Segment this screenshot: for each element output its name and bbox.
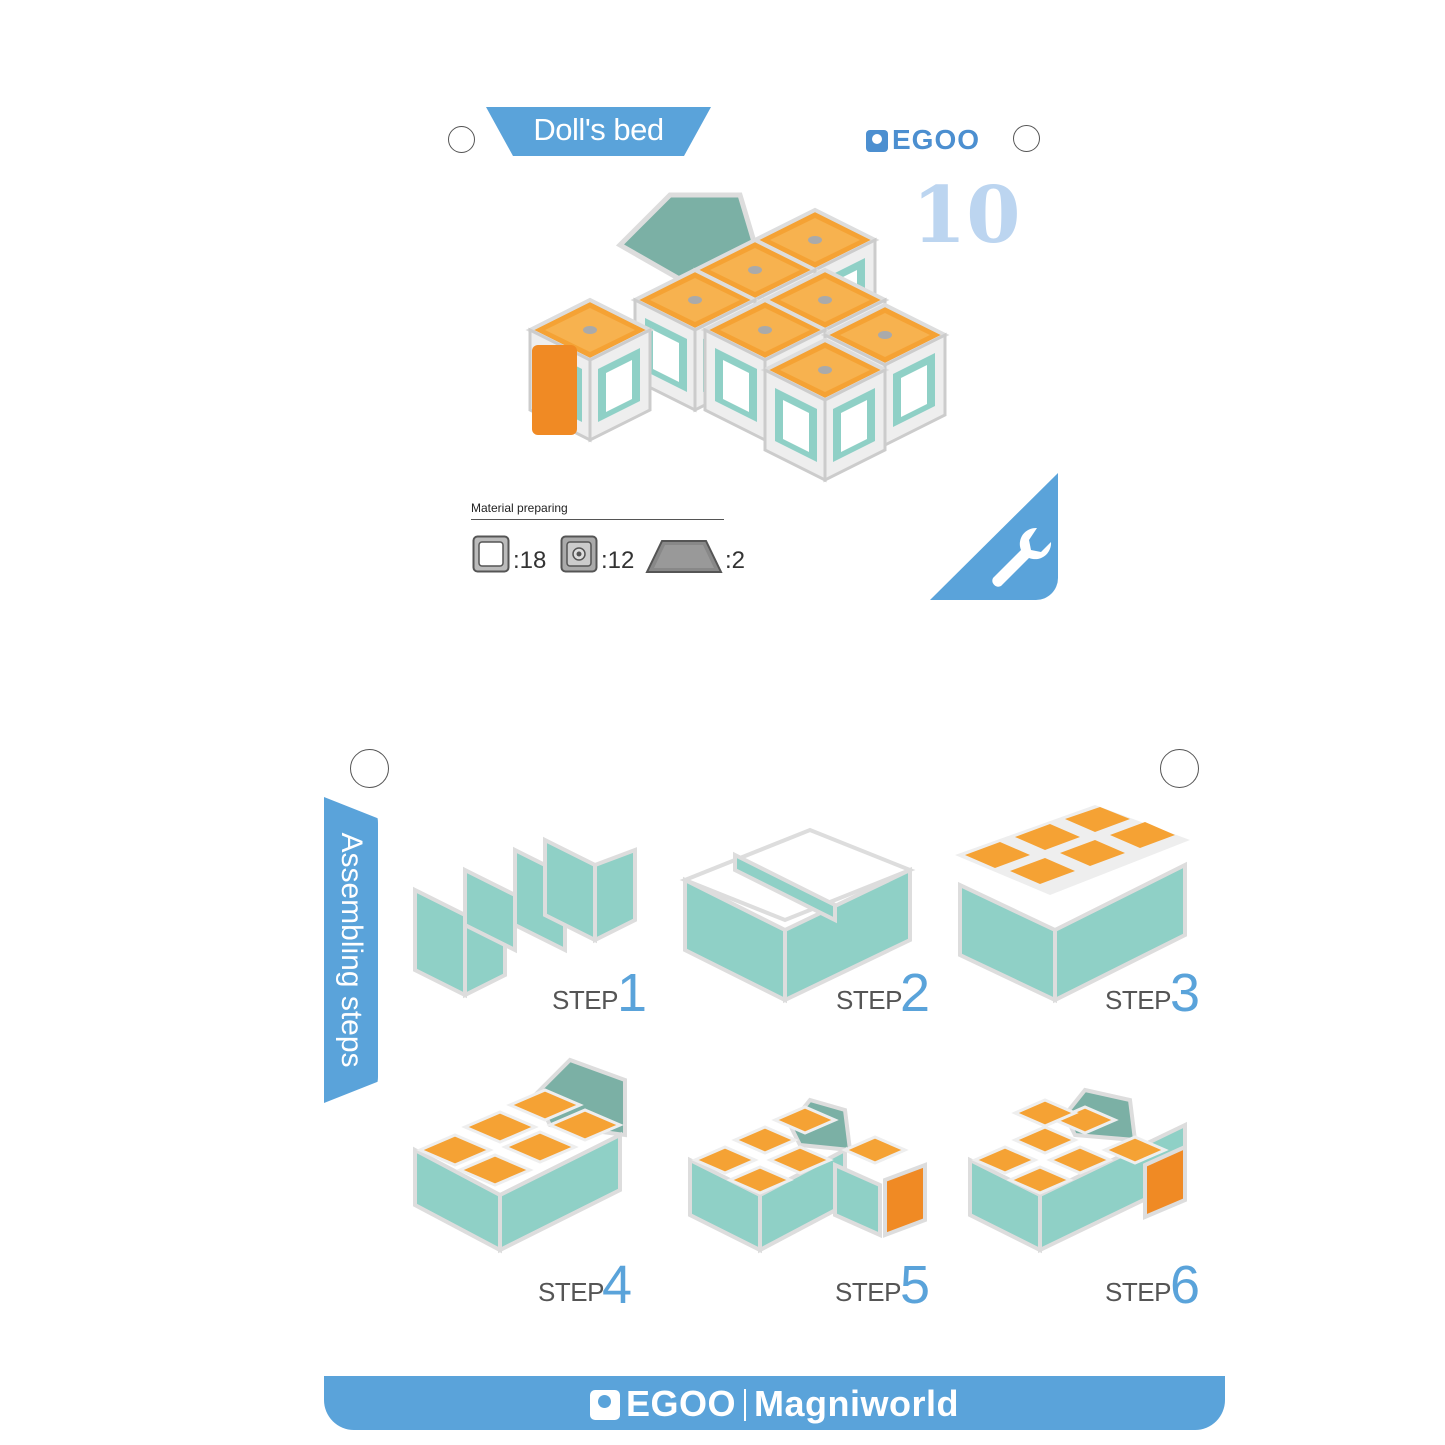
punch-hole xyxy=(1013,125,1040,152)
step-5-illustration xyxy=(688,1097,927,1254)
step-5-label: STEP xyxy=(835,1277,901,1307)
step-6-illustration xyxy=(968,1087,1187,1254)
step-1-number: 1 xyxy=(617,963,648,1023)
egoo-logo-icon xyxy=(590,1390,620,1420)
material-label: Material preparing xyxy=(471,501,568,515)
step-1-illustration xyxy=(413,836,637,999)
step-2-label: STEP xyxy=(836,985,902,1015)
step-2-number: 2 xyxy=(900,963,931,1023)
punch-hole xyxy=(1160,749,1199,788)
assembling-steps-tab xyxy=(324,797,378,1103)
orange-side-panel xyxy=(532,345,577,435)
footer-product: Magniworld xyxy=(754,1383,960,1424)
trapezoid-panel-count: :2 xyxy=(725,547,746,574)
step-6-label: STEP xyxy=(1105,1277,1171,1307)
step-4-illustration xyxy=(413,1057,627,1254)
step-3-number: 3 xyxy=(1170,963,1201,1023)
step-4-label: STEP xyxy=(538,1277,604,1307)
footer-separator xyxy=(744,1389,747,1421)
footer-brand-name: EGOO xyxy=(626,1383,737,1424)
footer-brand: EGOO Magniworld xyxy=(590,1383,959,1425)
punch-hole xyxy=(350,749,389,788)
brand-logo: EGOO xyxy=(866,124,980,156)
page-title: Doll's bed xyxy=(533,112,664,147)
step-5-number: 5 xyxy=(900,1255,931,1315)
step-4-number: 4 xyxy=(602,1255,633,1315)
cube xyxy=(763,338,887,482)
punch-hole xyxy=(448,126,475,153)
step-3-illustration xyxy=(955,805,1190,1004)
egoo-logo-icon xyxy=(866,130,888,152)
model-illustration xyxy=(528,192,947,482)
footer-banner xyxy=(324,1376,1225,1430)
material-divider xyxy=(471,519,724,520)
square-frame-icon xyxy=(472,535,510,573)
assembling-steps-label: Assembling steps xyxy=(335,832,368,1068)
brand-name: EGOO xyxy=(892,124,981,155)
square-hole-tile-count: :12 xyxy=(601,547,635,574)
square-frame-count: :18 xyxy=(513,547,547,574)
page-number: 10 xyxy=(912,170,1021,261)
step-2-illustration xyxy=(679,827,916,1004)
square-hole-tile-icon xyxy=(560,535,598,573)
title-ribbon xyxy=(486,107,711,156)
trapezoid-panel-icon xyxy=(645,540,723,573)
step-6-number: 6 xyxy=(1170,1255,1201,1315)
step-1-label: STEP xyxy=(552,985,618,1015)
wrench-icon xyxy=(992,527,1052,587)
step-3-label: STEP xyxy=(1105,985,1171,1015)
